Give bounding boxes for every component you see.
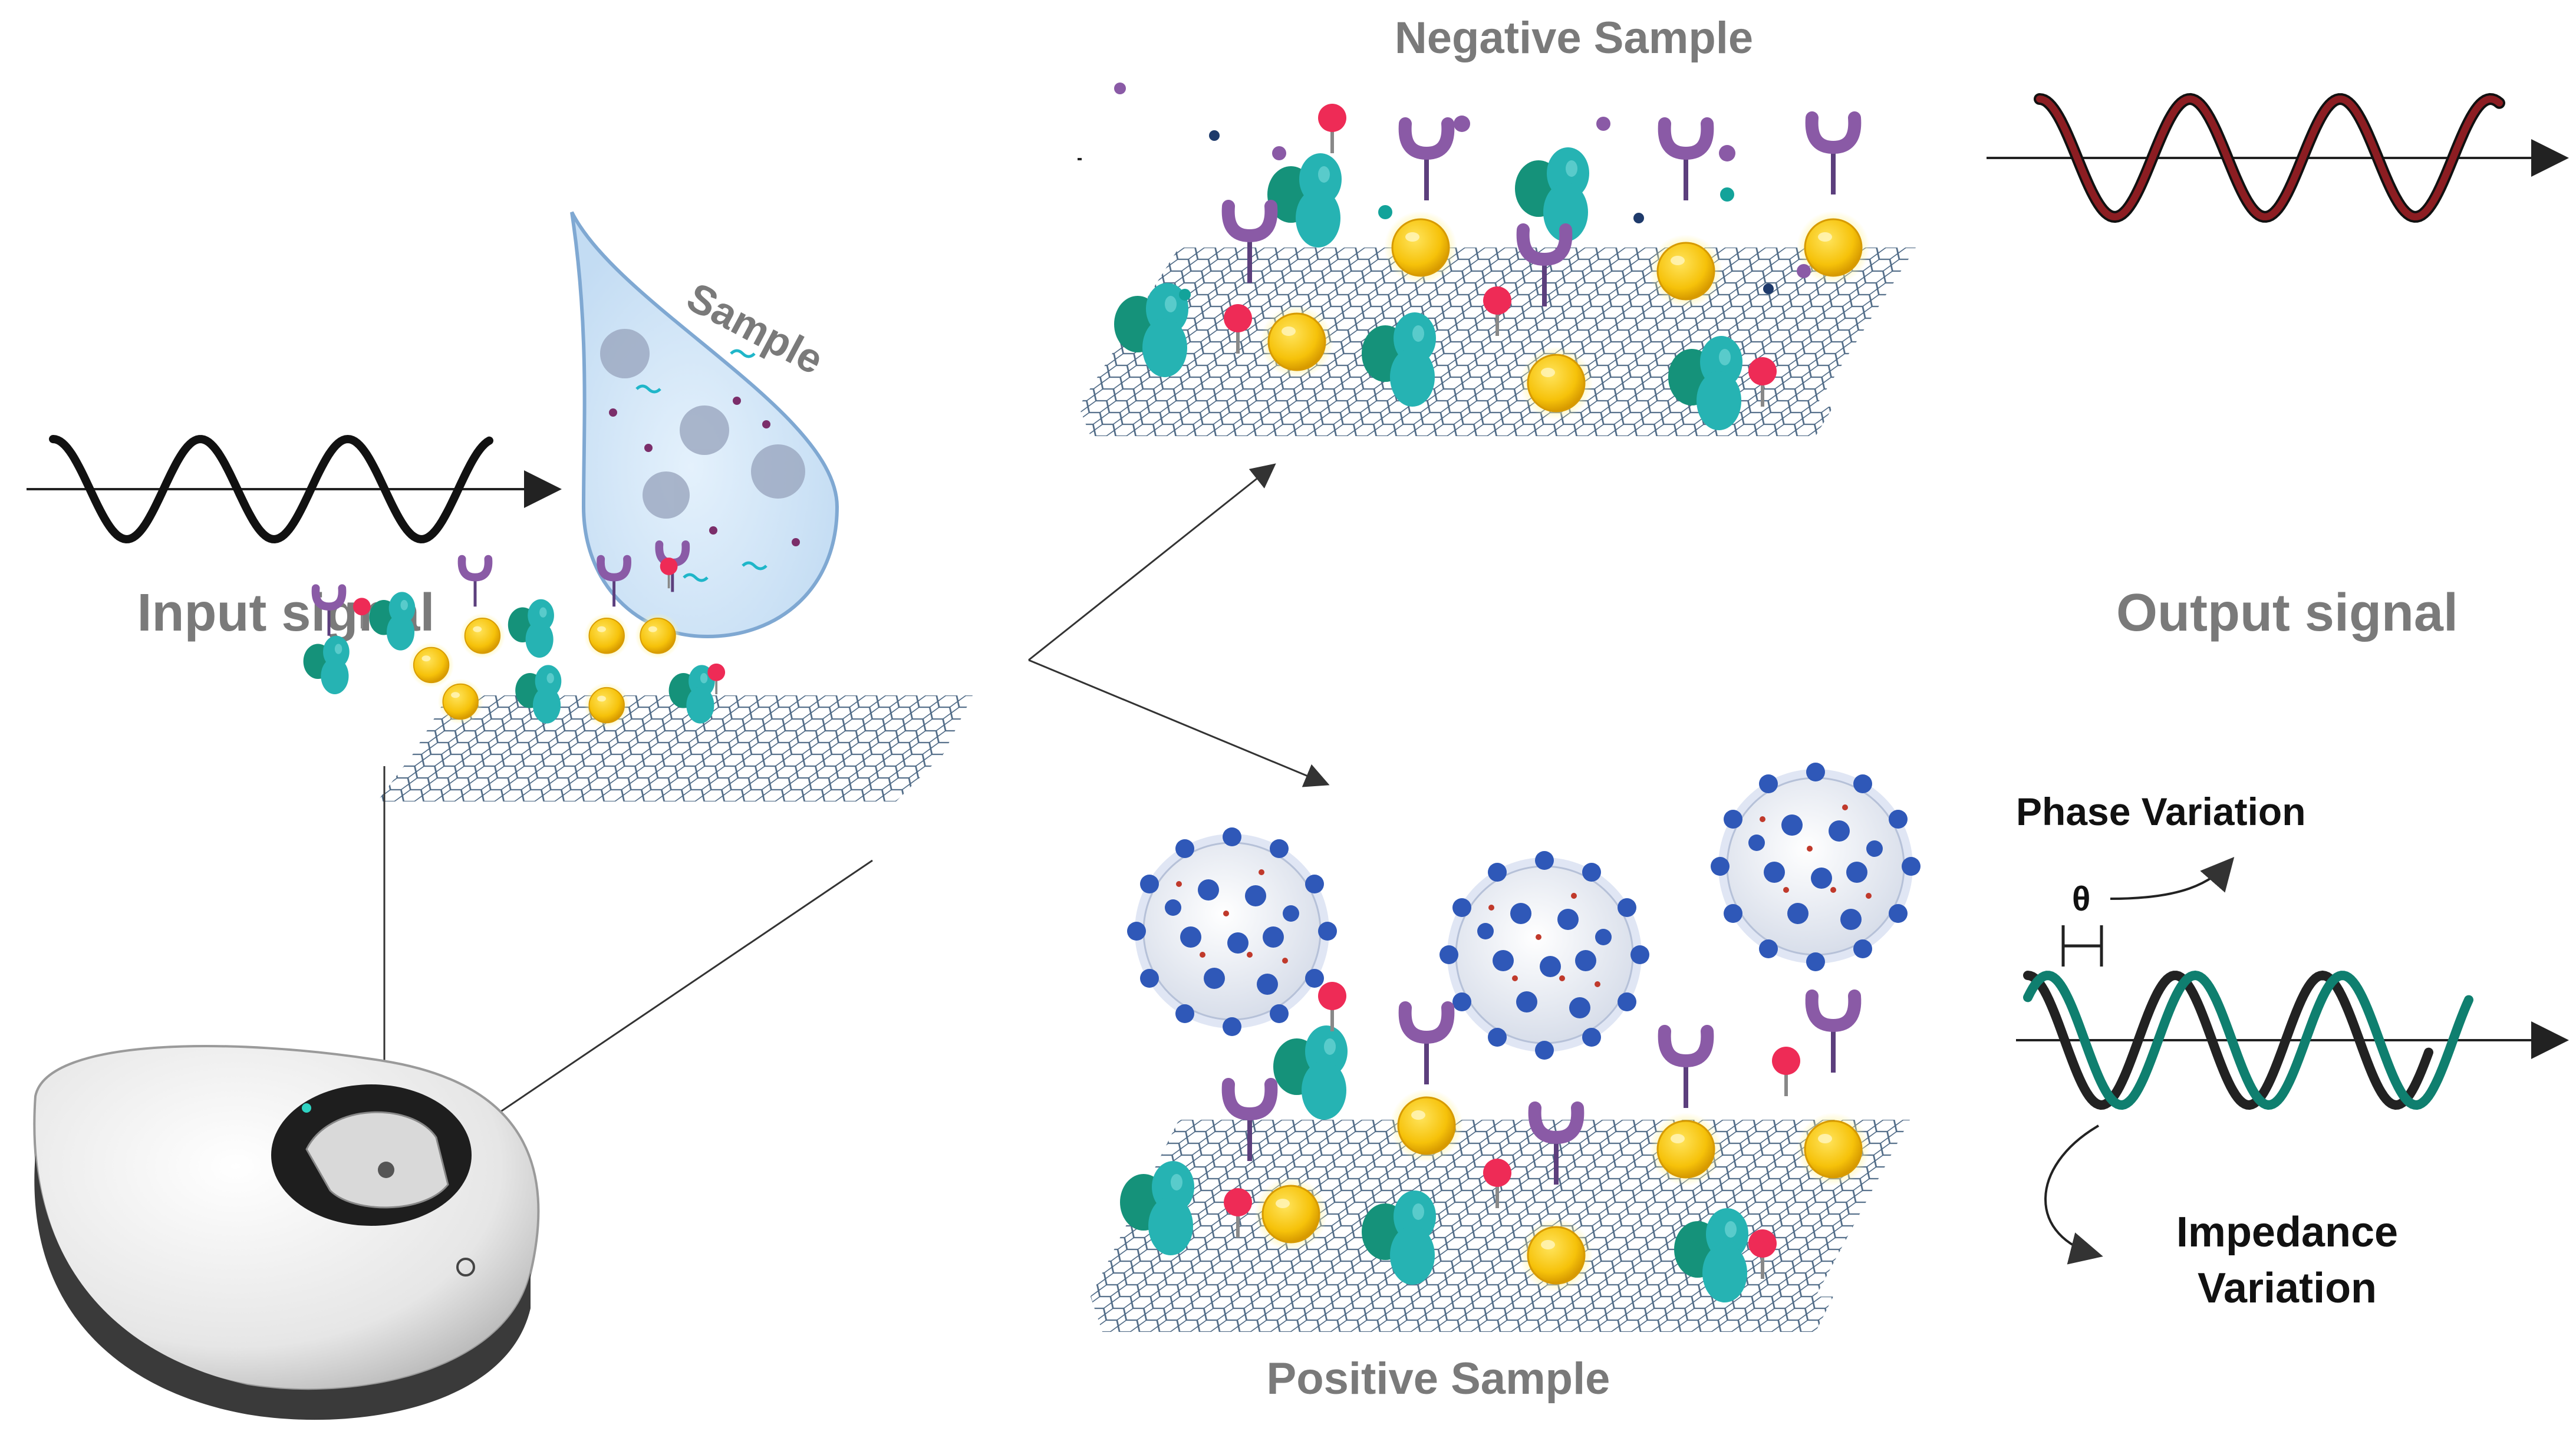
negative-sample-label: Negative Sample xyxy=(1395,13,1753,63)
sensor-device-icon xyxy=(33,1045,540,1420)
output-signal-label: Output signal xyxy=(2116,583,2458,642)
virus-icon xyxy=(1126,826,1338,1037)
virus-icon xyxy=(1438,850,1651,1061)
shifted-wave xyxy=(2023,970,2473,1110)
arrow-to-positive xyxy=(1028,659,1330,787)
phase-variation-graph: Phase Variation θ Impedance Variation xyxy=(2016,790,2569,1312)
impedance-label-line2: Variation xyxy=(2198,1265,2377,1312)
reference-wave xyxy=(2023,970,2433,1110)
input-signal-graph: Input signal xyxy=(27,434,562,642)
impedance-callout-arrow xyxy=(2044,1124,2103,1265)
sensor-surface-small xyxy=(303,545,973,802)
negative-sample-surface: Negative Sample xyxy=(1079,13,1916,436)
arrow-to-negative xyxy=(1028,463,1276,661)
phase-variation-label: Phase Variation xyxy=(2016,790,2306,833)
graphene-lattice-icon xyxy=(1091,1120,1910,1297)
output-signal-graph: Output signal xyxy=(1987,93,2569,642)
phase-callout-arrow xyxy=(2110,856,2235,900)
sample-drop-icon: Sample xyxy=(570,211,839,639)
output-signal-wave-red xyxy=(2036,95,2503,221)
positive-sample-surface: Positive Sample xyxy=(1091,761,1922,1404)
phase-shift-bracket xyxy=(2061,925,2103,967)
impedance-label-line1: Impedance xyxy=(2176,1209,2398,1256)
theta-label: θ xyxy=(2072,880,2090,918)
positive-sample-label: Positive Sample xyxy=(1267,1354,1610,1404)
input-signal-wave xyxy=(49,434,493,544)
virus-icon xyxy=(1709,761,1922,972)
